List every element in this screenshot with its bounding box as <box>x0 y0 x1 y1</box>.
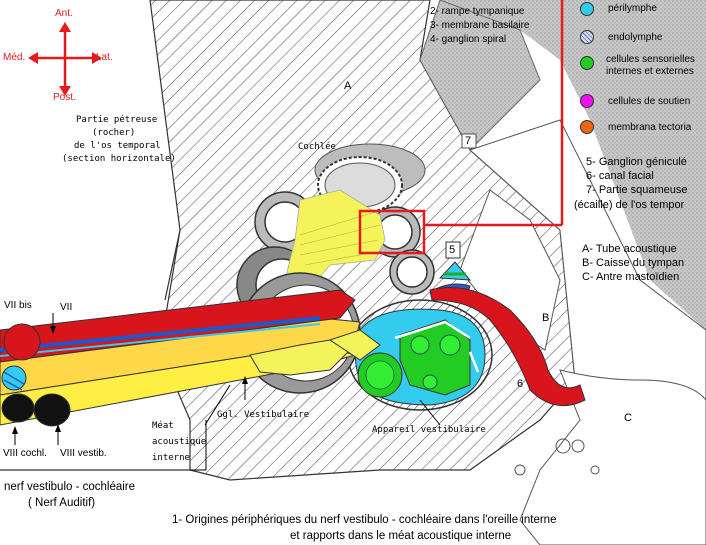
figure-caption: 1- Origines périphériques du nerf vestib… <box>172 514 557 526</box>
label-petrous: Partie pétreuse <box>76 115 158 125</box>
figure-caption: et rapports dans le méat acoustique inte… <box>290 530 512 542</box>
label-petrous: (section horizontale) <box>62 154 176 164</box>
label-num-5: 5 <box>449 244 456 256</box>
facial-nerve-end <box>3 323 41 361</box>
label-letter-a: A <box>344 80 352 92</box>
facial-canal <box>429 287 586 407</box>
label-viii-cochl: VIII cochl. <box>3 448 47 459</box>
label-medial: Méd. <box>3 52 26 63</box>
vestibular-nerve-end <box>33 393 71 427</box>
list-item: A- Tube acoustique <box>582 243 677 255</box>
label-nerve: nerf vestibulo - cochléaire <box>4 481 136 493</box>
list-item: B- Caisse du tympan <box>582 257 685 269</box>
list-item: 4- ganglion spiral <box>430 34 507 45</box>
label-vestibular-ganglion: Ggl. Vestibulaire <box>217 410 310 420</box>
label-petrous: (rocher) <box>92 128 136 138</box>
legend-label: endolymphe <box>608 32 663 43</box>
legend-label: cellules sensorielles <box>606 54 695 65</box>
vestibular-ganglion <box>249 339 351 376</box>
legend-swatch-endolymph <box>580 30 594 44</box>
label-num-6: 6 <box>517 378 524 390</box>
list-item: 3- membrane basilaire <box>430 20 530 31</box>
orientation-cross <box>36 30 94 88</box>
legend-label: périlymphe <box>608 3 657 14</box>
label-num-7: 7 <box>465 135 472 147</box>
label-cochlea: Cochlée <box>298 142 336 152</box>
label-nerve: ( Nerf Auditif) <box>28 497 96 509</box>
legend-swatch-sensory <box>580 56 594 70</box>
list-item: 6- canal facial <box>586 170 654 182</box>
legend-label: internes et externes <box>606 66 694 77</box>
legend-swatch-tectoria <box>580 120 594 134</box>
label-vii-bis: VII bis <box>4 300 32 311</box>
squamous-bone <box>380 0 706 330</box>
label-vestibular-apparatus: Appareil vestibulaire <box>372 425 486 435</box>
label-letter-c: C <box>624 412 632 424</box>
label-vii: VII <box>60 302 73 313</box>
cochlear-nerve-end <box>1 393 35 423</box>
label-lateral: Lat. <box>96 52 113 63</box>
list-item: 2- rampe tympanique <box>430 6 525 17</box>
label-posterior: Post. <box>53 92 76 103</box>
label-letter-b: B <box>542 312 550 324</box>
label-meatus: Méat <box>152 421 174 431</box>
mastoid-cells <box>514 369 706 545</box>
label-viii-vestib: VIII vestib. <box>60 448 107 459</box>
list-item: 7- Partie squameuse <box>586 184 688 196</box>
label-meatus: acoustique <box>152 437 207 447</box>
legend-label: cellules de soutien <box>608 96 691 107</box>
legend-swatch-support <box>580 94 594 108</box>
legend-swatch-perilymph <box>580 2 594 16</box>
legend-label: membrana tectoria <box>608 122 692 133</box>
list-item: 5- Ganglion géniculé <box>586 156 687 168</box>
focus-box <box>358 209 426 255</box>
list-item: (écaille) de l'os tempor <box>574 199 685 211</box>
label-meatus: interne <box>152 453 190 463</box>
list-item: C- Antre mastoïdien <box>582 271 680 283</box>
label-anterior: Ant. <box>55 8 73 19</box>
label-petrous: de l'os temporal <box>74 141 161 151</box>
